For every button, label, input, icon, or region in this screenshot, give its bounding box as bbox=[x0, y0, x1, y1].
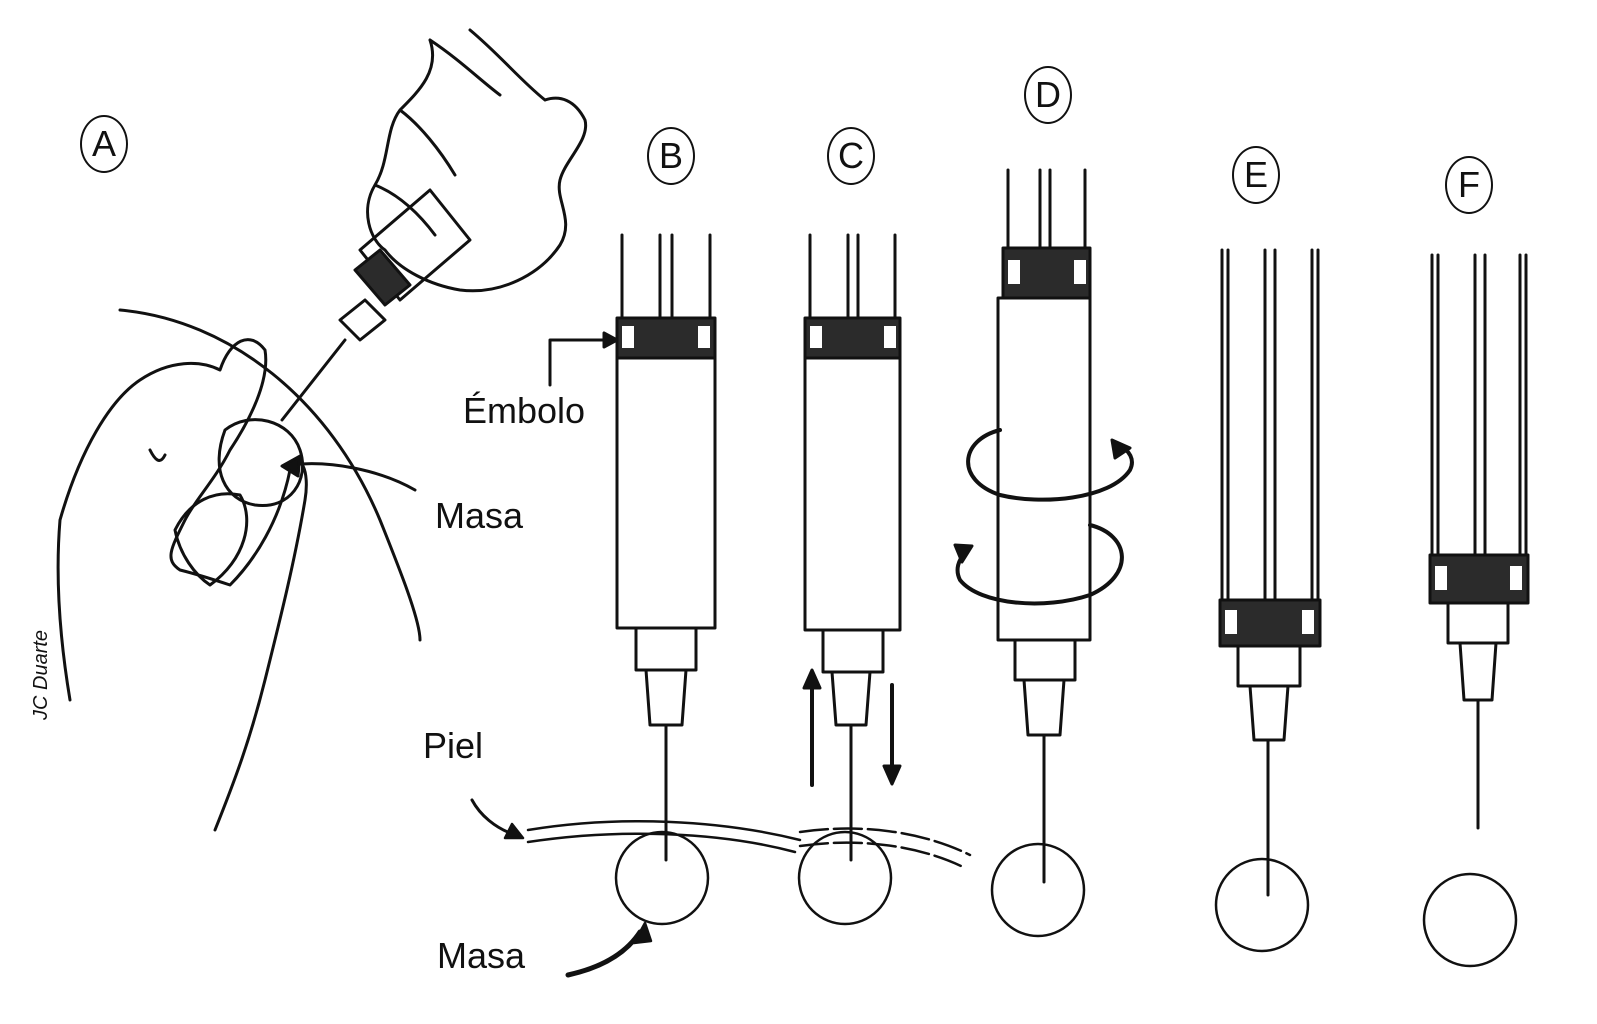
artist-signature: JC Duarte bbox=[30, 629, 52, 720]
panel-b-barrel bbox=[615, 356, 717, 630]
panel-d-syringe bbox=[953, 168, 1134, 938]
panel-d-rotation-arrow-upper bbox=[966, 428, 1134, 502]
panel-a-tissue bbox=[173, 492, 249, 587]
panel-d-rotation-arrow-lower bbox=[955, 523, 1124, 606]
panel-e-syringe bbox=[1214, 248, 1322, 953]
panel-label-d: D bbox=[1024, 66, 1072, 124]
piel-label: Piel bbox=[423, 725, 484, 766]
masa-label-top: Masa bbox=[435, 495, 524, 536]
panel-c-barrel bbox=[803, 356, 902, 632]
embolo-label: Émbolo bbox=[463, 390, 586, 431]
embolo-pointer bbox=[548, 338, 612, 387]
panel-c-syringe bbox=[797, 233, 902, 926]
panel-label-c: C bbox=[827, 127, 875, 185]
upper-hand bbox=[366, 28, 588, 293]
skin-lines bbox=[470, 798, 972, 978]
panel-d-mass bbox=[990, 842, 1086, 938]
panel-c-mass bbox=[797, 830, 893, 926]
panel-b-mass bbox=[614, 830, 710, 926]
masa-bottom-arrow bbox=[565, 929, 643, 978]
panel-label-a: A bbox=[80, 115, 128, 173]
panel-a-mass bbox=[217, 418, 305, 508]
panel-a-skin-curve bbox=[118, 308, 422, 642]
panel-a-masa-arrow bbox=[288, 462, 417, 492]
panel-label-b: B bbox=[647, 127, 695, 185]
panel-e-mass bbox=[1214, 857, 1310, 953]
panel-a-masa-arrowhead bbox=[280, 454, 302, 478]
panel-a-syringe-hub bbox=[338, 298, 387, 342]
panel-a-illustration bbox=[56, 28, 588, 832]
panel-b-syringe bbox=[548, 233, 717, 926]
panel-d-barrel bbox=[996, 296, 1092, 642]
panel-label-e: E bbox=[1232, 146, 1280, 204]
panel-a-syringe-collar bbox=[353, 248, 412, 307]
lower-hand bbox=[56, 338, 308, 832]
panel-f-mass bbox=[1422, 872, 1518, 968]
masa-label-bottom: Masa bbox=[437, 935, 526, 976]
panel-a-needle bbox=[280, 338, 347, 422]
panel-f-syringe bbox=[1422, 253, 1530, 968]
panel-label-f: F bbox=[1445, 156, 1493, 214]
